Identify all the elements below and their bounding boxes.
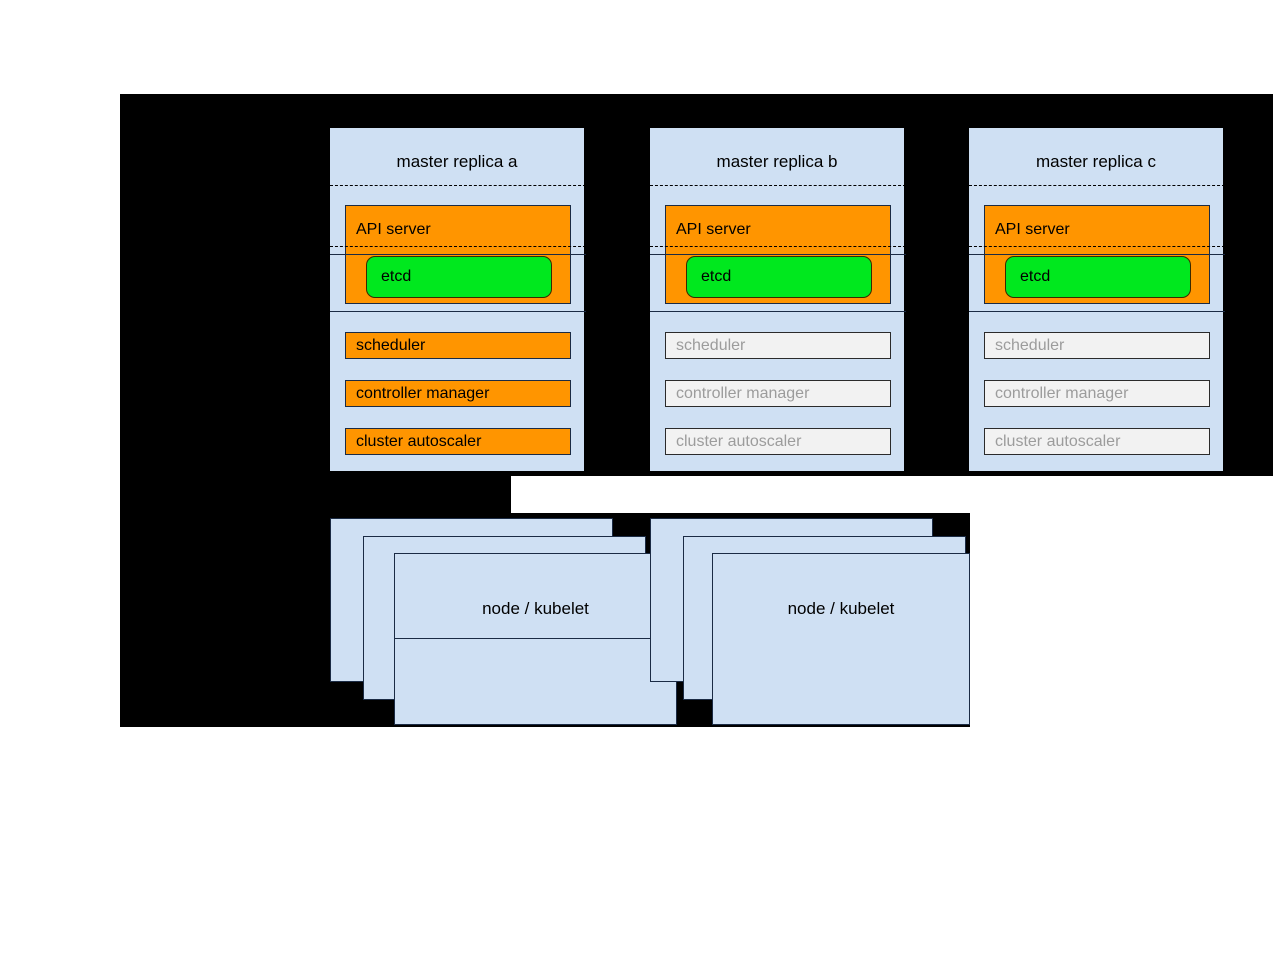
replica-c-line-etcd-bottom — [969, 311, 1225, 312]
replica-c-line-etcd-top — [969, 254, 1225, 255]
replica-a-controller-manager[interactable]: controller manager — [345, 380, 571, 407]
backdrop-white-gap — [511, 476, 1273, 513]
node-group-left-divider — [394, 638, 679, 639]
replica-a-divider-api — [330, 246, 586, 247]
replica-b-controller-manager[interactable]: controller manager — [665, 380, 891, 407]
replica-a-line-etcd-bottom — [330, 311, 586, 312]
node-group-left-label: node / kubelet — [482, 599, 589, 618]
master-replica-c[interactable]: master replica c API server etcd schedul… — [969, 128, 1225, 471]
replica-c-api-server-label: API server — [995, 221, 1070, 238]
master-replica-a-title: master replica a — [396, 152, 518, 171]
replica-b-divider-api — [650, 246, 906, 247]
replica-b-api-server-label: API server — [676, 221, 751, 238]
replica-b-scheduler[interactable]: scheduler — [665, 332, 891, 359]
replica-a-etcd-box[interactable]: etcd — [366, 256, 552, 298]
replica-b-cluster-autoscaler[interactable]: cluster autoscaler — [665, 428, 891, 455]
replica-c-scheduler[interactable]: scheduler — [984, 332, 1210, 359]
master-replica-c-title: master replica c — [1036, 152, 1156, 171]
replica-a-line-etcd-top — [330, 254, 586, 255]
replica-b-divider-top — [650, 185, 906, 186]
replica-a-cluster-autoscaler[interactable]: cluster autoscaler — [345, 428, 571, 455]
replica-b-line-etcd-bottom — [650, 311, 906, 312]
replica-a-divider-top — [330, 185, 586, 186]
replica-a-api-server-label: API server — [356, 221, 431, 238]
replica-c-controller-manager[interactable]: controller manager — [984, 380, 1210, 407]
node-group-right[interactable]: node / kubelet — [712, 553, 970, 725]
replica-b-etcd-box[interactable]: etcd — [686, 256, 872, 298]
replica-a-scheduler[interactable]: scheduler — [345, 332, 571, 359]
node-group-right-label: node / kubelet — [787, 599, 895, 618]
replica-c-divider-api — [969, 246, 1225, 247]
master-replica-b-title: master replica b — [716, 152, 838, 171]
master-replica-a[interactable]: master replica a API server etcd schedul… — [330, 128, 586, 471]
replica-c-etcd-box[interactable]: etcd — [1005, 256, 1191, 298]
replica-b-line-etcd-top — [650, 254, 906, 255]
node-group-left[interactable]: node / kubelet — [394, 553, 679, 725]
master-replica-b[interactable]: master replica b API server etcd schedul… — [650, 128, 906, 471]
replica-c-cluster-autoscaler[interactable]: cluster autoscaler — [984, 428, 1210, 455]
replica-c-divider-top — [969, 185, 1225, 186]
